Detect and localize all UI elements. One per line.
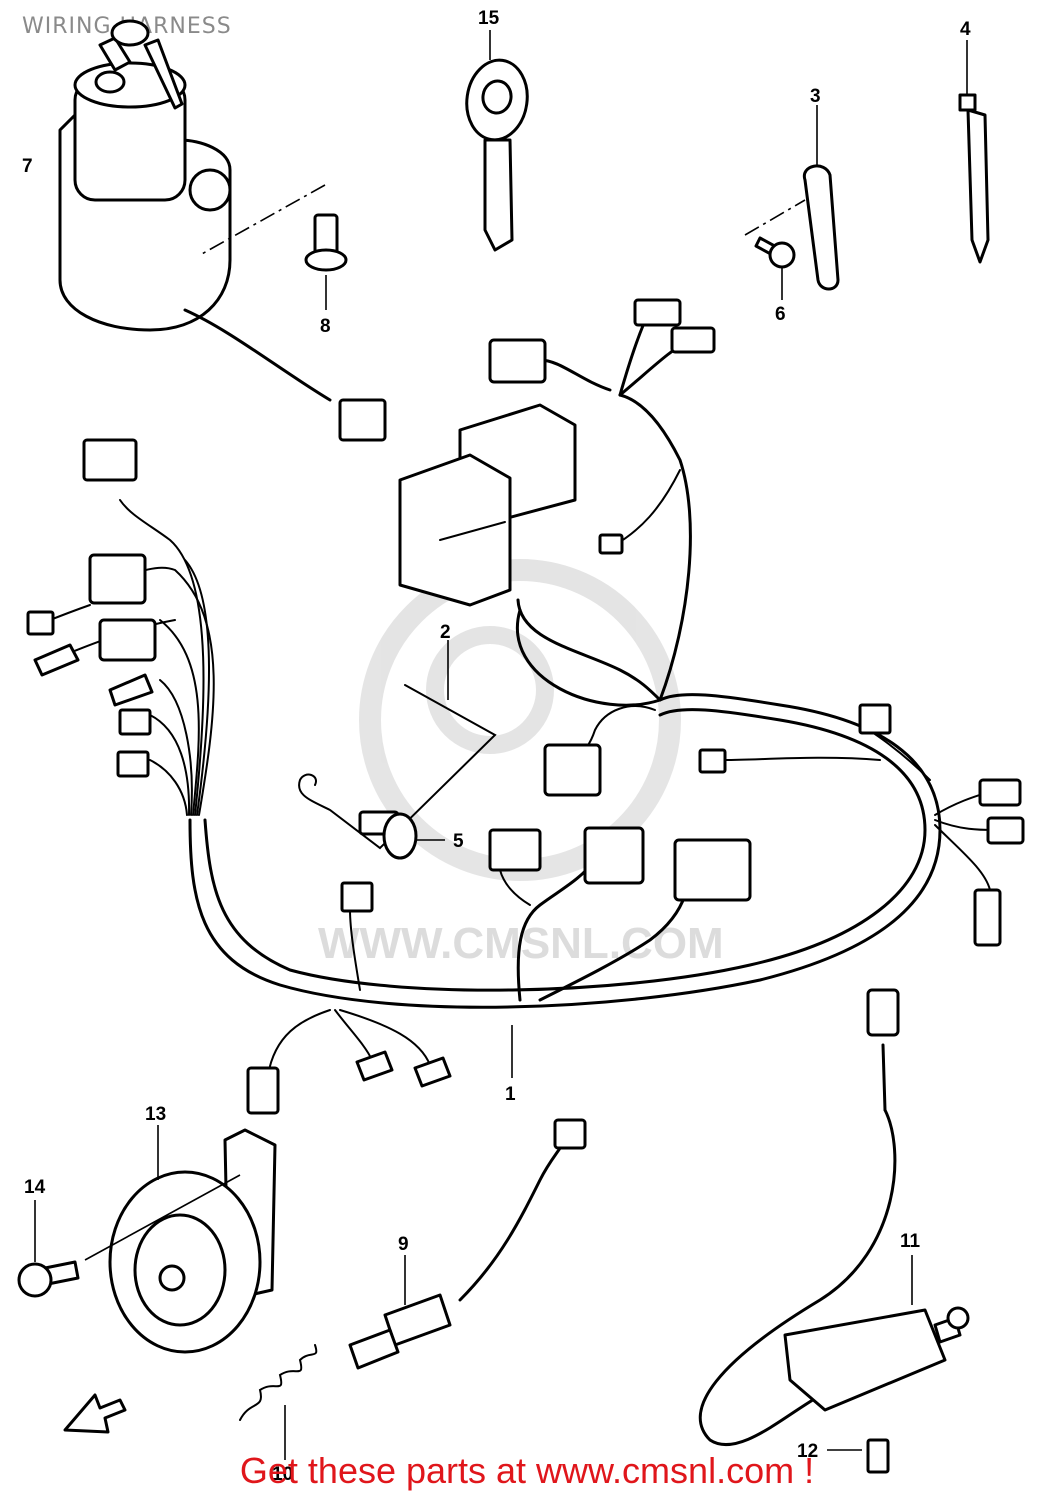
brake-switch (348, 1118, 587, 1370)
callouts: 1 2 3 4 5 6 7 8 9 10 11 12 13 14 15 (22, 8, 971, 1485)
horn-bolt (17, 1200, 80, 1298)
callout-5: 5 (453, 831, 464, 852)
connectors (26, 298, 1025, 1115)
bolt (358, 810, 445, 860)
bolt-12 (827, 1438, 890, 1474)
ignition-switch (58, 19, 387, 442)
screw-8 (304, 213, 348, 310)
cable-tie (958, 40, 990, 264)
callout-7: 7 (22, 156, 33, 177)
clamp (802, 105, 840, 291)
callout-8: 8 (320, 316, 331, 337)
callout-12: 12 (797, 1441, 818, 1462)
callout-1: 1 (505, 1084, 516, 1105)
callout-6: 6 (775, 304, 786, 325)
promo-link[interactable]: Get these parts at www.cmsnl.com ! (239, 1450, 815, 1491)
front-arrow-icon (63, 1393, 127, 1434)
key (465, 30, 529, 252)
callout-15: 15 (478, 8, 500, 29)
wire-clip (298, 640, 497, 850)
screw-6 (744, 199, 806, 300)
watermark: WWW.CMSNL.COM (318, 559, 724, 968)
callout-4: 4 (960, 19, 971, 40)
callout-10: 10 (272, 1464, 293, 1485)
callout-14: 14 (24, 1177, 46, 1198)
relay-box (398, 403, 577, 607)
switch-11 (698, 988, 970, 1447)
spring (239, 1344, 318, 1460)
horn (84, 1125, 277, 1354)
callout-11: 11 (900, 1231, 921, 1252)
callout-2: 2 (440, 622, 451, 643)
callout-13: 13 (145, 1104, 166, 1125)
callout-9: 9 (398, 1234, 409, 1255)
callout-3: 3 (810, 86, 821, 107)
